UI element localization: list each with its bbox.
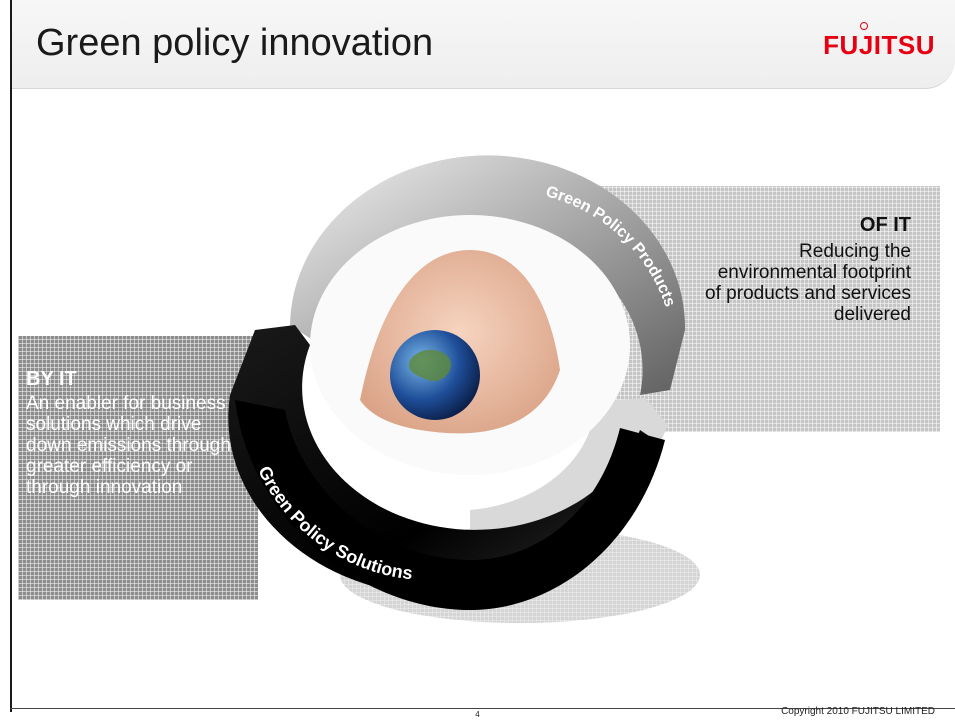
grey-ring-bottom xyxy=(470,398,668,536)
fujitsu-logo: FUJITSU xyxy=(823,22,935,61)
page-number: 4 xyxy=(475,710,480,719)
footer-divider xyxy=(10,708,955,709)
slide-title: Green policy innovation xyxy=(36,22,434,64)
slide-header: Green policy innovation FUJITSU xyxy=(12,0,955,89)
by-it-heading: BY IT xyxy=(26,368,77,390)
logo-infinity-icon xyxy=(860,22,869,30)
of-it-heading: OF IT xyxy=(859,214,911,236)
of-it-body: Reducing the environmental footprint of … xyxy=(705,241,911,325)
copyright-text: Copyright 2010 FUJITSU LIMITED xyxy=(781,706,935,717)
grey-ring-segment xyxy=(290,155,686,395)
by-it-text: BY IT An enabler for business solutions … xyxy=(26,368,246,498)
by-it-panel xyxy=(18,336,258,600)
of-it-text: OF IT Reducing the environmental footpri… xyxy=(701,214,911,325)
earth-land xyxy=(408,349,451,382)
slide-frame-left xyxy=(10,0,12,712)
black-ring-lower xyxy=(235,400,665,610)
by-it-body: An enabler for business solutions which … xyxy=(26,393,231,498)
